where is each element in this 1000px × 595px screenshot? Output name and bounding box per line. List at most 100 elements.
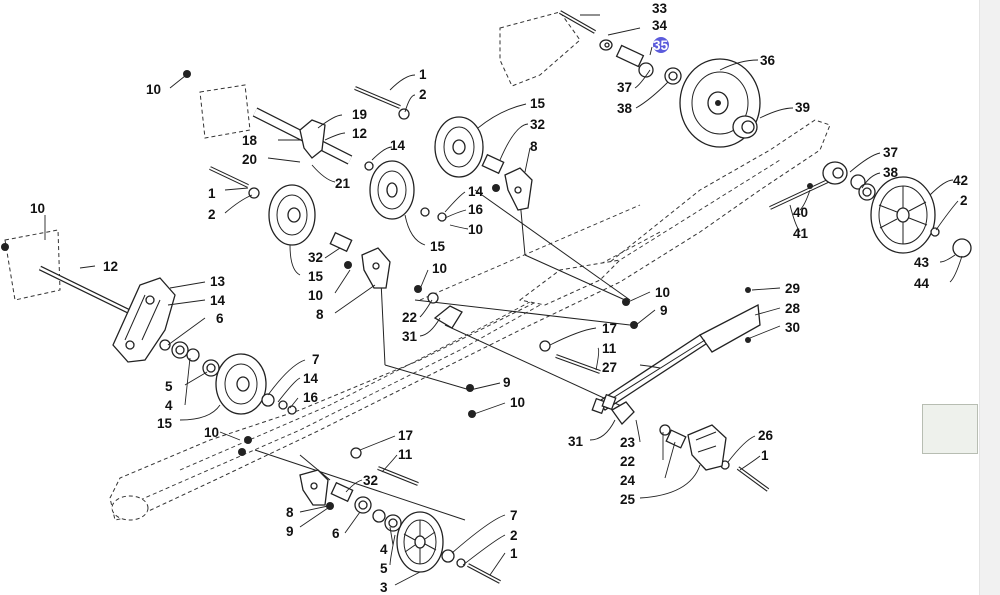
callout-27: 27 <box>602 360 617 375</box>
rod-vertical-a2 <box>384 364 471 391</box>
callout-10: 10 <box>308 288 323 303</box>
callout-10: 10 <box>204 425 219 440</box>
callout-10: 10 <box>468 222 483 237</box>
callout-1: 1 <box>208 186 216 201</box>
callout-22: 22 <box>620 454 635 469</box>
bracket-25 <box>687 424 727 471</box>
callout-9: 9 <box>286 524 294 539</box>
leader-lines <box>44 14 963 586</box>
wheel-15-upper <box>434 116 484 178</box>
callout-29: 29 <box>785 281 800 296</box>
callout-10: 9 <box>503 375 511 390</box>
callout-15: 15 <box>530 96 546 111</box>
callout-32: 32 <box>308 250 323 265</box>
callout-21: 21 <box>335 176 351 191</box>
bolt-41 <box>769 178 831 210</box>
callout-7: 7 <box>510 508 518 523</box>
callout-14: 14 <box>390 138 406 153</box>
side-frame-panel-left <box>4 84 251 301</box>
callout-42: 42 <box>953 173 968 188</box>
callout-31: 31 <box>402 329 418 344</box>
callout-2: 2 <box>419 87 427 102</box>
callout-6: 6 <box>216 311 224 326</box>
callout-37: 37 <box>883 145 898 160</box>
wheel-15-left <box>268 184 316 246</box>
wheel-15-lower <box>215 353 267 415</box>
callout-1: 1 <box>419 67 427 82</box>
callout-35[interactable]: 35 <box>653 38 669 53</box>
callout-24: 24 <box>620 473 636 488</box>
bracket-8-upper <box>504 167 533 211</box>
callout-8: 8 <box>286 505 294 520</box>
callout-15: 15 <box>308 269 324 284</box>
callout-18: 18 <box>242 133 258 148</box>
rod-lower <box>444 324 631 411</box>
small-parts <box>1 39 972 568</box>
rod-vertical-b2 <box>524 254 626 301</box>
bracket-8-lower <box>299 469 329 506</box>
callout-10: 10 <box>655 285 670 300</box>
callout-33: 33 <box>652 1 668 16</box>
bolt-11b <box>377 466 419 486</box>
bolt-11a <box>555 354 601 374</box>
callout-5: 5 <box>380 561 388 576</box>
limiter-strap-27 <box>591 303 761 415</box>
rod-upper <box>474 189 631 301</box>
callout-36: 36 <box>760 53 776 68</box>
callout-5: 5 <box>165 379 173 394</box>
bracket-13 <box>112 277 176 363</box>
callout-38: 38 <box>883 165 899 180</box>
callout-32: 32 <box>363 473 378 488</box>
callout-17: 17 <box>398 428 413 443</box>
callout-labels: 33 34 35 36 37 38 10 1 2 19 18 12 20 14 … <box>30 1 968 595</box>
callout-37: 37 <box>617 80 632 95</box>
callout-15: 15 <box>157 416 173 431</box>
pin-33 <box>559 10 596 34</box>
wheel-15-middle <box>369 160 415 220</box>
callout-19: 19 <box>352 107 367 122</box>
rear-frame-rail <box>109 119 831 521</box>
callout-4: 4 <box>380 542 388 557</box>
callout-8: 8 <box>530 139 538 154</box>
long-shaft-rear <box>38 265 132 315</box>
callout-44: 44 <box>914 276 930 291</box>
side-panel-tab[interactable] <box>922 404 978 454</box>
callout-41: 41 <box>793 226 809 241</box>
spoked-wheel-3 <box>396 511 444 573</box>
callout-13: 13 <box>210 274 226 289</box>
callout-12: 12 <box>352 126 367 141</box>
callout-2: 2 <box>208 207 216 222</box>
rod-lower-long <box>254 449 466 521</box>
callout-12: 12 <box>103 259 118 274</box>
callout-9: 9 <box>660 303 668 318</box>
callout-31: 31 <box>568 434 584 449</box>
highlight-marker[interactable] <box>653 37 669 53</box>
side-frame-panel-top <box>499 11 581 87</box>
callout-14: 14 <box>303 371 319 386</box>
callout-11: 11 <box>602 341 617 356</box>
callout-7: 7 <box>312 352 320 367</box>
callout-16: 16 <box>303 390 319 405</box>
callout-25: 25 <box>620 492 636 507</box>
callout-38: 38 <box>617 101 633 116</box>
callout-6: 6 <box>332 526 340 541</box>
callout-40: 40 <box>793 205 808 220</box>
callout-2: 2 <box>960 193 968 208</box>
clip-31 <box>611 401 635 426</box>
callout-15: 15 <box>430 239 446 254</box>
vertical-scrollbar[interactable] <box>979 0 1000 595</box>
callout-20: 20 <box>242 152 257 167</box>
spoked-wheel-42 <box>870 176 936 254</box>
bolt-left-1 <box>209 166 249 188</box>
callout-23: 23 <box>620 435 636 450</box>
callout-43: 43 <box>914 255 930 270</box>
callout-3: 3 <box>380 580 388 595</box>
hub-39 <box>732 115 758 139</box>
rod-lower-left <box>299 454 331 481</box>
callout-4: 4 <box>165 398 173 413</box>
callout-14: 14 <box>210 293 226 308</box>
callout-22: 22 <box>402 310 417 325</box>
callout-17: 17 <box>602 321 617 336</box>
bolt-upper-1 <box>354 86 401 109</box>
